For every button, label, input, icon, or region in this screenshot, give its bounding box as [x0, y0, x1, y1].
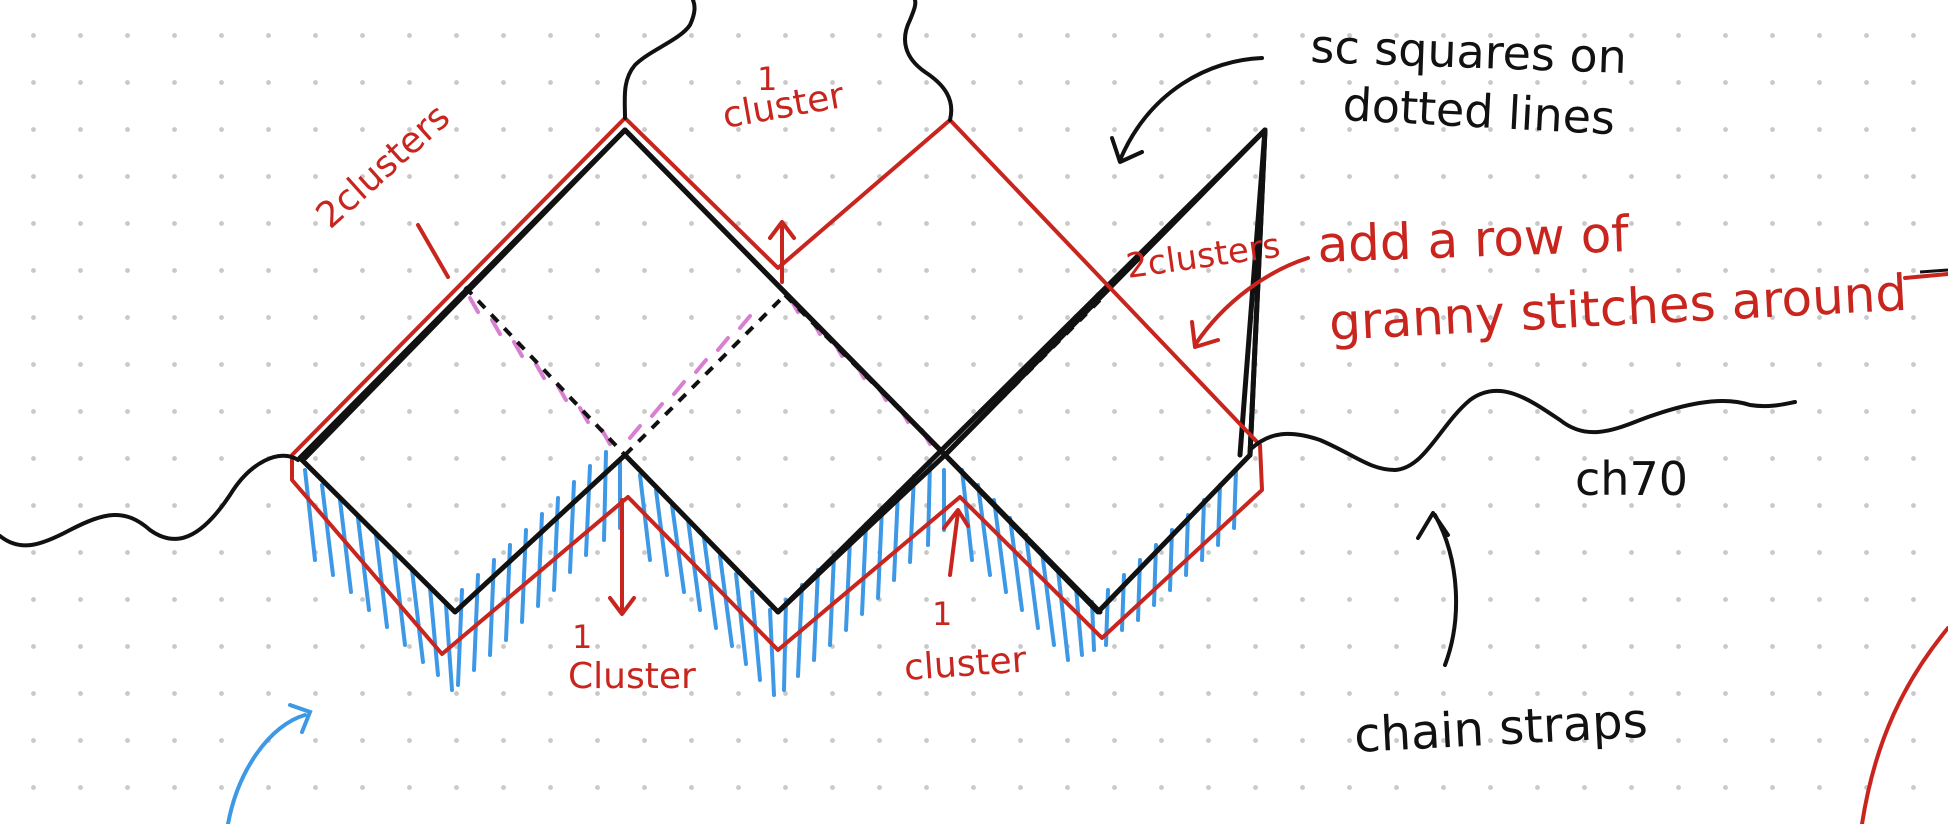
- cluster-bottom-right-label: cluster: [903, 640, 1028, 689]
- granny-line1: add a row of: [1316, 205, 1631, 274]
- arrow-top-center: [768, 220, 796, 284]
- right-strap: [1250, 388, 1797, 473]
- chain-straps-label: chain straps: [1353, 693, 1649, 764]
- cluster-bottom-right-number: 1: [932, 595, 952, 633]
- fringe-right: [960, 468, 1238, 662]
- top-left-strap: [622, 0, 697, 120]
- cluster-top-number: 1: [757, 60, 777, 98]
- arrow-chain-straps: [1416, 511, 1459, 667]
- dotted-seam-lines: [463, 285, 1107, 457]
- square-outlines: [297, 127, 1268, 615]
- cluster-bottom-left-number: 1: [572, 618, 592, 656]
- sc-squares-line2: dotted lines: [1341, 77, 1616, 145]
- granny-line2: granny stitches around: [1328, 264, 1909, 352]
- right-edge-tick: [1919, 268, 1948, 274]
- pink-seam-stitches: [468, 292, 1100, 446]
- arrow-sc-squares: [1110, 56, 1264, 164]
- blue-arrow-icon: [226, 703, 313, 824]
- left-strap: [0, 453, 300, 548]
- cluster-arrows: [608, 220, 1310, 616]
- sc-squares-line1: sc squares on: [1310, 19, 1628, 84]
- granny-border: [290, 116, 1264, 656]
- ch70-label: ch70: [1575, 452, 1688, 506]
- red-edge-curve: [1860, 626, 1948, 824]
- granny-label-dash: [1903, 272, 1948, 280]
- blue-fringe: [303, 450, 1238, 697]
- arrow-bottom-left: [608, 498, 636, 616]
- black-arrows: [1110, 56, 1459, 667]
- arrow-right-granny: [1190, 256, 1310, 349]
- cluster-bottom-left-label: Cluster: [568, 656, 696, 697]
- cluster-top-label: cluster: [719, 75, 847, 137]
- chain-straps: [0, 0, 1797, 548]
- top-right-strap: [903, 0, 954, 122]
- two-clusters-left: 2clusters: [309, 96, 458, 236]
- arrow-bottom-right: [942, 508, 970, 577]
